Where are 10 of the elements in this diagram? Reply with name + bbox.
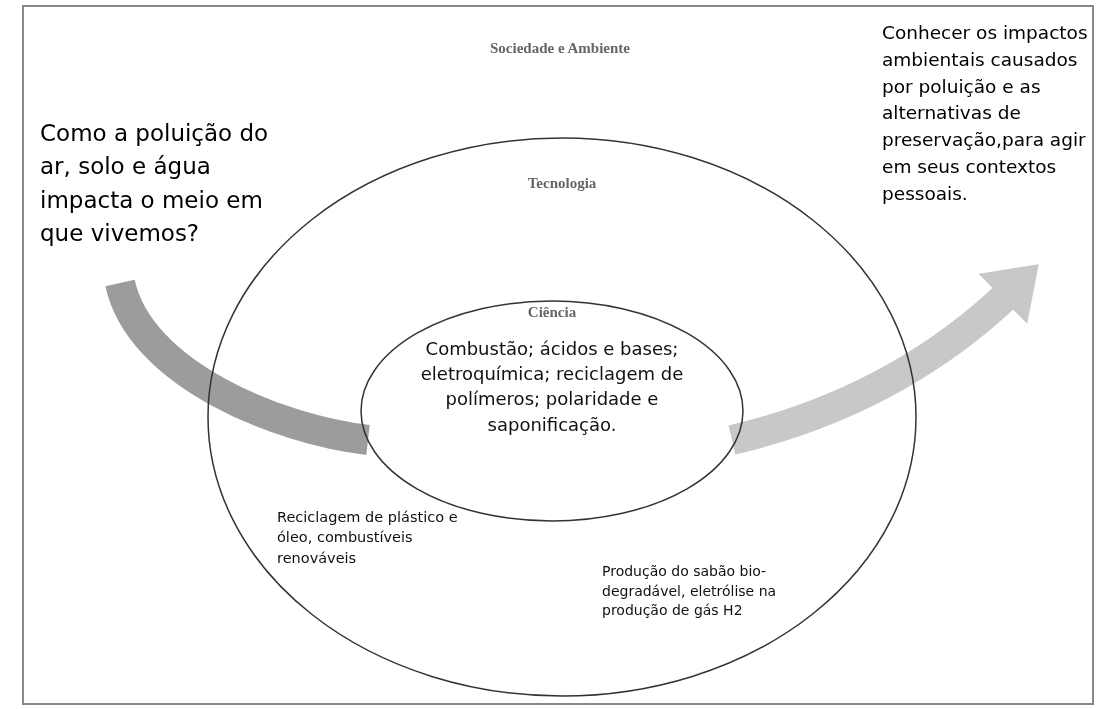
topic-text: Reciclagem de plástico e óleo, combustíveis renováveis <box>277 508 459 568</box>
topic-text: Produção do sabão bio-degradável, eletrólise na produção de gás H2 <box>602 562 778 621</box>
frame-box <box>22 5 1094 705</box>
topic-text: Combustão; ácidos e bases; eletroquímica; reciclagem de polímeros; polaridade e saponificação. <box>419 337 685 437</box>
ring-heading: Ciência <box>526 304 578 321</box>
goal-text: Conhecer os impactos ambientais causados por poluição e as alternativas de preservação,para agir em seus contextos pessoais. <box>882 20 1094 290</box>
ring-heading: Sociedade e Ambiente <box>489 40 631 57</box>
question-text: Como a poluição do ar, solo e água impacta o meio em que vivemos? <box>40 117 280 277</box>
curved-arrow <box>728 264 1040 455</box>
ring-heading: Tecnologia <box>526 175 598 192</box>
